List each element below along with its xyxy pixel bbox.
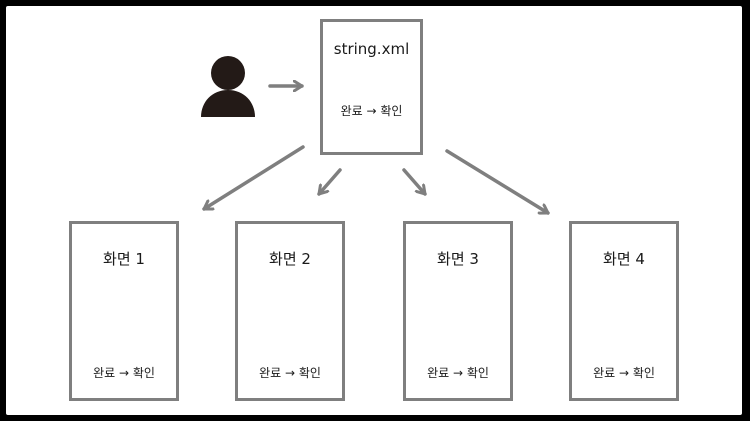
diagram-graphics xyxy=(201,56,550,215)
source-to-screen-1-arrow xyxy=(202,145,305,211)
source-to-screen-3-arrow xyxy=(402,168,427,196)
screen-3-mapping: 완료 → 확인 xyxy=(427,366,489,380)
diagram-canvas: string.xml 완료 → 확인 화면 1 완료 → 확인 화면 2 완료 … xyxy=(6,6,742,415)
string-xml-box: string.xml 완료 → 확인 xyxy=(320,19,423,155)
screen-1-box: 화면 1 완료 → 확인 xyxy=(69,221,179,401)
screen-4-mapping: 완료 → 확인 xyxy=(593,366,655,380)
screen-3-title: 화면 3 xyxy=(437,250,479,268)
source-to-screen-4-arrow xyxy=(445,149,550,215)
screen-1-mapping: 완료 → 확인 xyxy=(93,366,155,380)
screen-4-title: 화면 4 xyxy=(603,250,645,268)
screen-3-box: 화면 3 완료 → 확인 xyxy=(403,221,513,401)
screen-2-mapping: 완료 → 확인 xyxy=(259,366,321,380)
string-xml-filename: string.xml xyxy=(333,40,410,58)
string-xml-mapping: 완료 → 확인 xyxy=(340,104,403,118)
screen-4-box: 화면 4 완료 → 확인 xyxy=(569,221,679,401)
screen-1-title: 화면 1 xyxy=(103,250,145,268)
screen-2-title: 화면 2 xyxy=(269,250,311,268)
screen-2-box: 화면 2 완료 → 확인 xyxy=(235,221,345,401)
person-icon xyxy=(201,56,255,117)
source-to-screen-2-arrow xyxy=(317,168,342,196)
